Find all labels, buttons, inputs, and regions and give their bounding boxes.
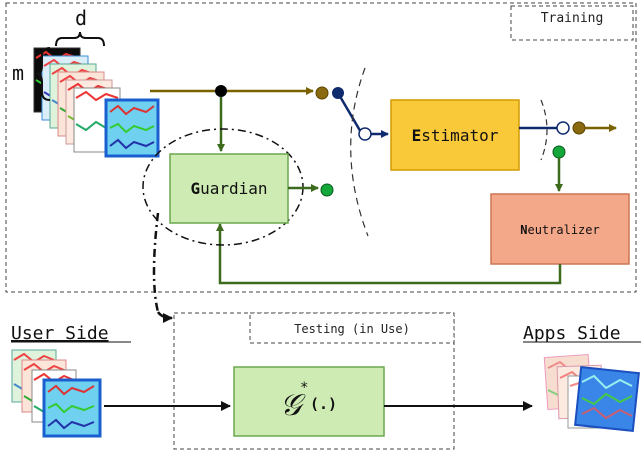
neutralizer-block (490, 193, 630, 265)
switch-lever (336, 92, 364, 135)
g-star-block (233, 366, 385, 437)
testing-label: Testing (in Use) (294, 322, 410, 336)
brace-d (55, 31, 105, 47)
output-contact-node (556, 121, 570, 135)
feedback-path (216, 223, 562, 285)
branch-node (215, 85, 227, 97)
training-data-stack (33, 47, 160, 158)
g-star-sup: * (300, 380, 308, 396)
training-label-box (510, 5, 634, 41)
training-region (5, 2, 637, 293)
output-node (572, 121, 586, 135)
dim-d-label: d (75, 6, 87, 30)
guardian-output-node (320, 183, 334, 197)
deployment-link-arrow (156, 311, 173, 323)
g-star-args: (.) (310, 395, 337, 413)
switch-input-node (315, 86, 329, 100)
apps-data-stack (543, 353, 640, 432)
testing-label-box (249, 312, 455, 344)
neutralizer-switch-node (552, 145, 566, 159)
neutralizer-label: Neutralizer (520, 223, 599, 237)
user-data-stack (11, 349, 102, 438)
deployment-link (152, 212, 160, 313)
apps-side-label: Apps Side (523, 323, 621, 344)
estimator-block (390, 99, 520, 171)
estimator-label: Estimator (412, 126, 499, 145)
user-side-label: User Side (11, 323, 109, 344)
switch-arc (350, 67, 369, 237)
dim-m-label: m (12, 61, 24, 85)
guardian-block (169, 153, 289, 224)
brace-m (35, 47, 51, 101)
guardian-label: Guardian (190, 179, 267, 198)
output-arc (540, 99, 548, 161)
training-label: Training (541, 11, 604, 26)
switch-contact-node (358, 127, 372, 141)
